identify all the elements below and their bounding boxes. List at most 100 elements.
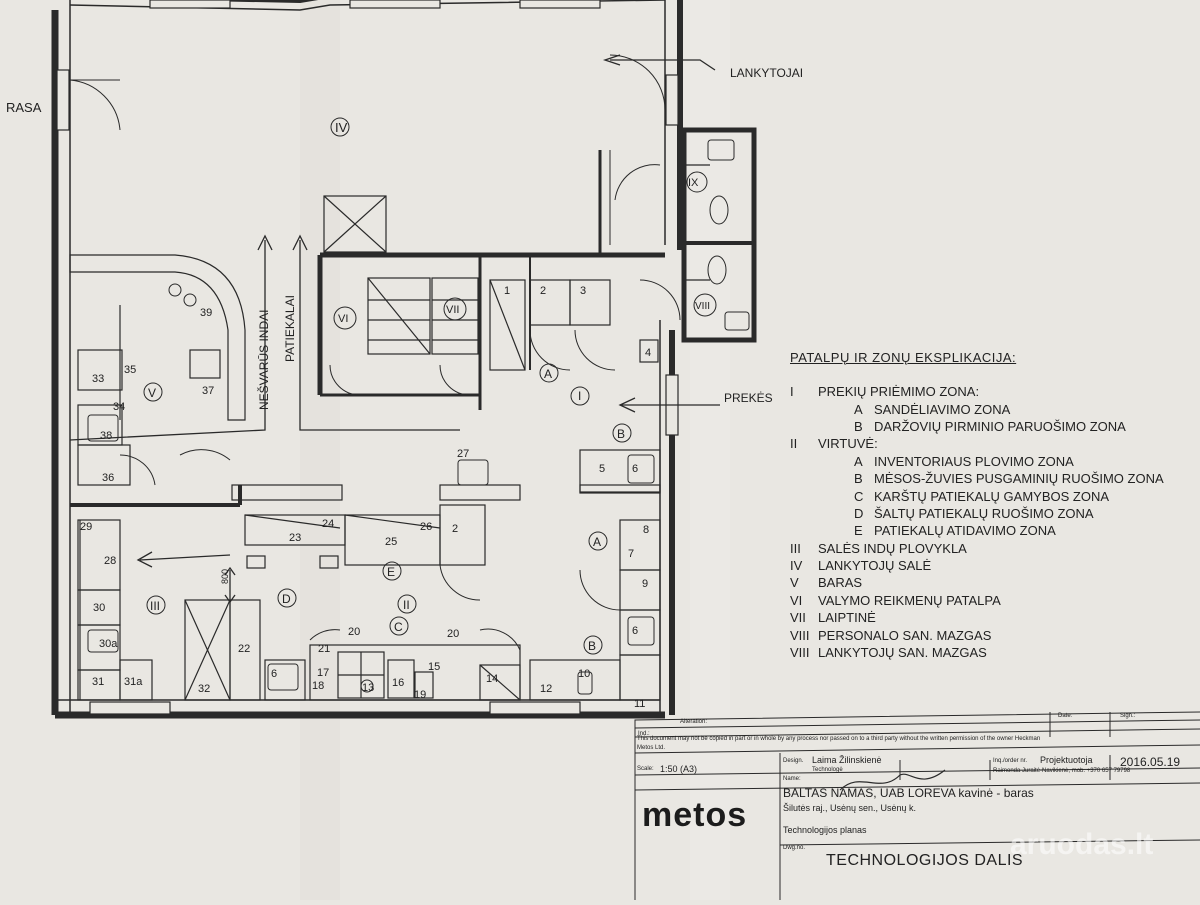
flow-arrows <box>69 54 720 604</box>
legend-row-text: INVENTORIAUS PLOVIMO ZONA <box>874 453 1074 469</box>
legend-row-number: VIII <box>790 627 810 643</box>
equip-23: 23 <box>289 532 301 544</box>
equip-30: 30 <box>93 602 105 614</box>
title-block-frame <box>634 711 1200 900</box>
room-label-i: I <box>578 389 581 403</box>
equip-7: 7 <box>628 548 634 560</box>
zone-c: C <box>394 620 403 634</box>
legend-row-number: VII <box>790 610 806 626</box>
legend-row-subzone: C <box>854 488 864 504</box>
zone-d: D <box>282 592 291 606</box>
equip-1: 1 <box>504 285 510 297</box>
equip-24: 24 <box>322 518 334 530</box>
tb-sign-label: Sign.: <box>1120 713 1136 719</box>
equip-4: 4 <box>645 347 651 359</box>
equip-21: 21 <box>318 643 330 655</box>
tb-scale-label: Scale: <box>637 766 654 772</box>
legend-row-number: III <box>790 540 801 556</box>
equip-12: 12 <box>540 683 552 695</box>
tb-project-line3: Technologijos planas <box>783 825 867 835</box>
legend-row-text: VALYMO REIKMENŲ PATALPA <box>818 592 1001 608</box>
equip-11: 11 <box>634 698 645 710</box>
legend-row-text: LANKYTOJŲ SAN. MAZGAS <box>818 645 987 661</box>
legend-row-text: ŠALTŲ PATIEKALŲ RUOŠIMO ZONA <box>874 505 1094 521</box>
zone-b-kitchen: B <box>588 639 596 653</box>
legend-row-text: BARAS <box>818 575 863 591</box>
legend-row: E PATIEKALŲ ATIDAVIMO ZONA <box>790 522 1190 539</box>
zone-b-veg: B <box>617 427 625 441</box>
label-rasa: RASA <box>6 100 42 115</box>
room-label-v: V <box>148 386 156 400</box>
legend-row-text: DARŽOVIŲ PIRMINIO PARUOŠIMO ZONA <box>874 418 1126 434</box>
legend-row-text: SALĖS INDŲ PLOVYKLA <box>818 540 967 556</box>
legend-row-text: LANKYTOJŲ SALĖ <box>818 558 932 574</box>
equip-14: 14 <box>486 673 498 685</box>
equip-20b: 20 <box>447 628 459 640</box>
equip-28: 28 <box>104 555 116 567</box>
legend-row: III SALĖS INDŲ PLOVYKLA <box>790 540 1190 557</box>
legend-row-subzone: A <box>854 401 863 417</box>
tb-alteration-label: Alteration: <box>680 719 708 725</box>
equip-6a: 6 <box>632 463 638 475</box>
room-label-ix: IX <box>688 177 699 189</box>
legend-row-number: VI <box>790 592 803 608</box>
equip-6c: 6 <box>271 668 277 680</box>
equip-10: 10 <box>578 668 590 680</box>
equip-32: 32 <box>198 683 210 695</box>
room-label-viii: VIII <box>695 301 710 312</box>
room-label-iii: III <box>150 599 160 613</box>
tb-inq-value: Projektuotoja <box>1040 755 1093 765</box>
equip-31: 31 <box>92 676 104 688</box>
equip-30a: 30a <box>99 638 118 650</box>
room-label-vi: VI <box>338 313 348 325</box>
legend-row-number: I <box>790 384 794 400</box>
equip-15: 15 <box>428 661 440 673</box>
tb-scale-value: 1:50 (A3) <box>660 764 698 774</box>
tb-project-line2: Šilutės raj., Usėnų sen., Usėnų k. <box>783 803 917 813</box>
equip-38: 38 <box>100 430 112 442</box>
dimension-800: 800 <box>220 569 230 584</box>
tb-notice: This document may not be copied in part … <box>637 736 1041 742</box>
legend-row-number: V <box>790 575 799 591</box>
equip-16: 16 <box>392 677 404 689</box>
tb-date-label: Date: <box>1058 713 1073 719</box>
legend-row-text: VIRTUVĖ: <box>818 436 878 452</box>
legend-row-subzone: E <box>854 523 863 539</box>
equip-6b: 6 <box>632 625 638 637</box>
equip-20a: 20 <box>348 626 360 638</box>
legend-row-subzone: A <box>854 453 863 469</box>
equip-8: 8 <box>643 524 649 536</box>
equip-2b: 2 <box>452 523 458 535</box>
label-patiekalai: PATIEKALAI <box>283 295 297 362</box>
tb-dwg-label: Dwg.no. <box>783 845 806 851</box>
tb-owner: Metos Ltd. <box>637 745 666 751</box>
tb-contact: Raimonda Juraitė-Navikienė, mob. +370 65… <box>993 768 1131 774</box>
equip-22: 22 <box>238 643 250 655</box>
room-label-ii: II <box>403 598 410 612</box>
equip-29: 29 <box>80 521 92 533</box>
tb-design-label: Design. <box>783 758 804 764</box>
tb-project-line1: BALTAS NAMAS, UAB LOREVA kavinė - baras <box>783 786 1034 800</box>
tb-name-label: Name: <box>783 776 801 782</box>
door-swings <box>69 54 681 651</box>
equip-9: 9 <box>642 578 648 590</box>
legend-row-text: PATIEKALŲ ATIDAVIMO ZONA <box>874 523 1056 539</box>
tb-designer-role: Technologė <box>812 767 843 773</box>
equip-39: 39 <box>200 307 212 319</box>
legend-row: VIII LANKYTOJŲ SAN. MAZGAS <box>790 644 1190 661</box>
equip-25: 25 <box>385 536 397 548</box>
legend-row: VI VALYMO REIKMENŲ PATALPA <box>790 592 1190 609</box>
legend-row-number: VIII <box>790 645 810 661</box>
